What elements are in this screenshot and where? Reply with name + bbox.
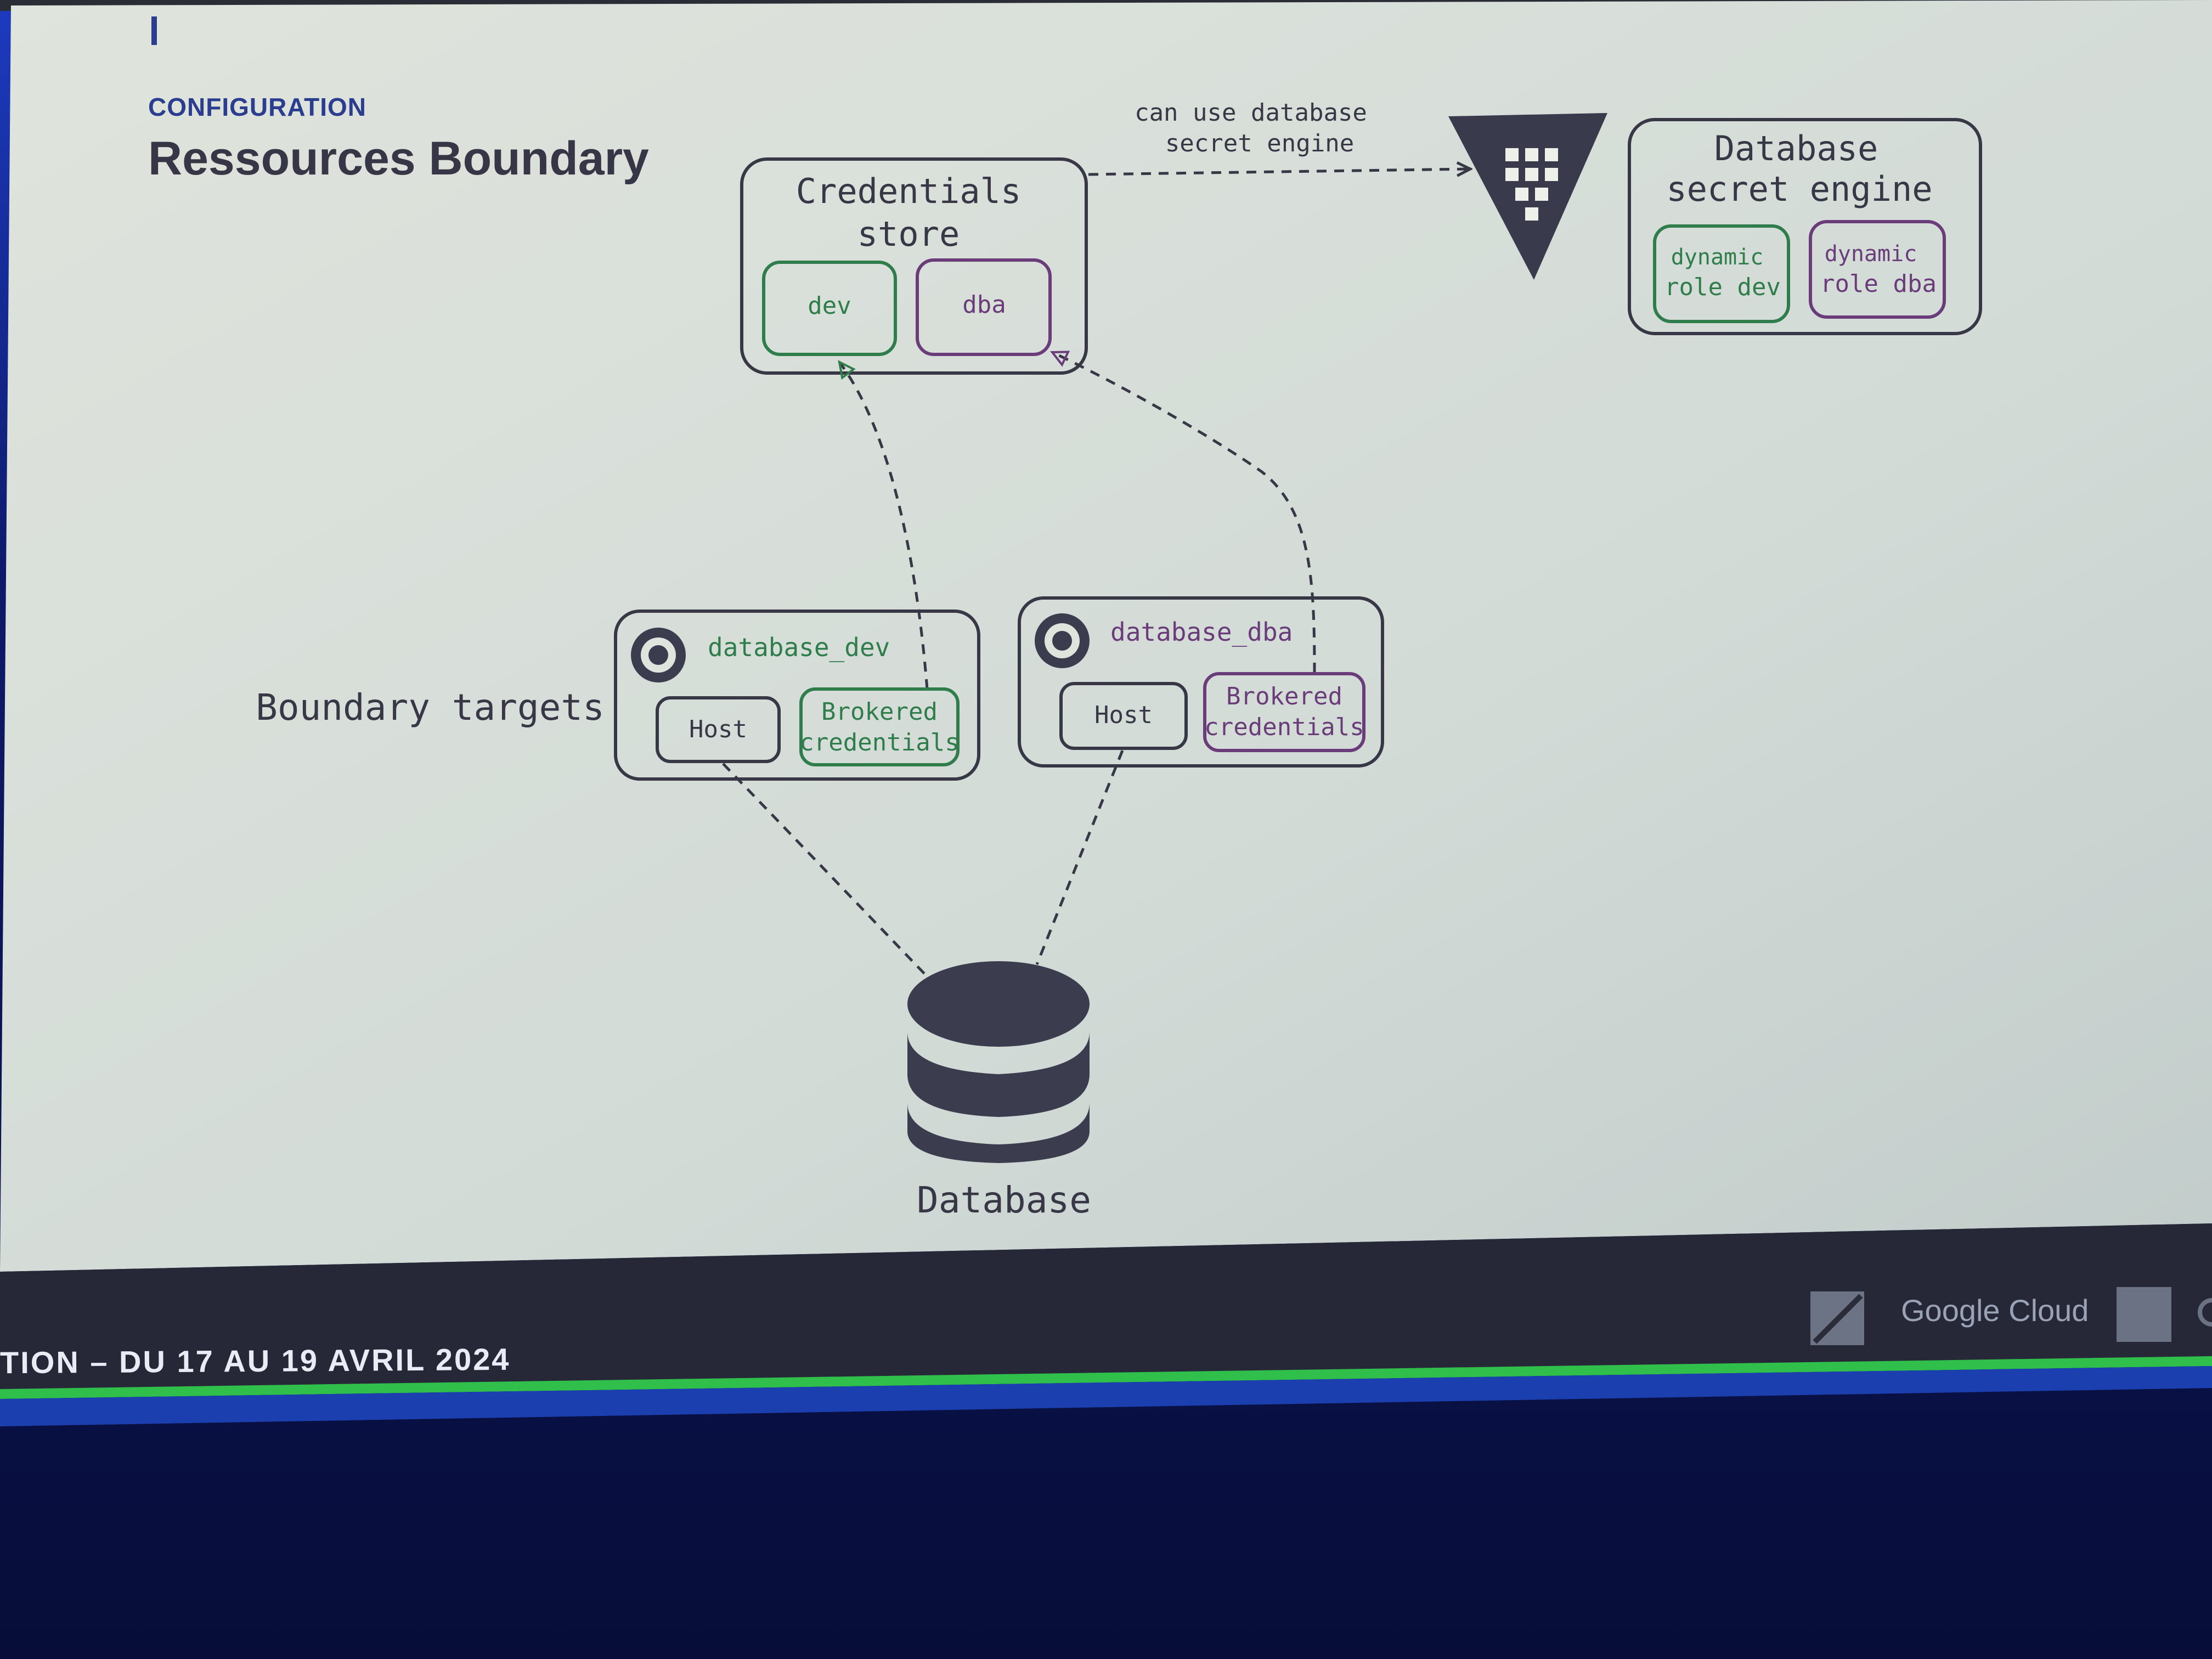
dynamic-role-dba-line2: role dba <box>1820 270 1937 298</box>
target-dba-creds-box <box>1203 672 1365 752</box>
database-secret-engine: Database secret engine dynamic role dev … <box>1628 118 1982 335</box>
credentials-store-title-line2: store <box>857 214 960 254</box>
sponsor-google-cloud: Google Cloud <box>1901 1293 2089 1328</box>
secret-engine-title-line1: Database <box>1714 128 1878 168</box>
credentials-store-dev-box <box>762 261 897 356</box>
database-label: Database <box>917 1179 1091 1221</box>
slide-eyebrow: CONFIGURATION <box>148 93 367 121</box>
target-dev-name: database_dev <box>708 633 890 662</box>
target-dba-creds-line2: credentials <box>1204 713 1364 741</box>
dynamic-role-dev-line2: role dev <box>1664 273 1781 301</box>
target-database-dev: database_dev Host Brokered credentials <box>614 610 980 781</box>
credentials-store-title-line1: Credentials <box>796 171 1022 211</box>
target-dev-creds-box <box>799 687 960 766</box>
target-dev-host-box <box>656 696 781 763</box>
sponsor-partial-logo <box>2198 1298 2212 1327</box>
sponsor-orange-logo <box>2117 1287 2171 1342</box>
secret-engine-title-line2: secret engine <box>1666 169 1932 209</box>
target-icon <box>1035 613 1090 668</box>
target-icon <box>631 628 686 682</box>
slide-marker <box>151 16 157 45</box>
footer-accent-blue <box>0 1366 2212 1426</box>
arrow-dev-creds-to-store-dev <box>838 360 929 690</box>
footer-event-text: TION – DU 17 AU 19 AVRIL 2024 <box>0 1341 511 1380</box>
line-dba-host-to-database <box>1035 750 1124 965</box>
arrow-label-line1: can use database <box>1135 99 1367 127</box>
database-icon <box>907 961 1090 1163</box>
slide-title: Ressources Boundary <box>148 132 649 185</box>
target-dba-creds-line1: Brokered <box>1226 682 1342 710</box>
dynamic-role-dba-line1: dynamic <box>1825 241 1917 267</box>
target-dba-name: database_dba <box>1110 617 1293 647</box>
credentials-store: Credentials store dev dba <box>740 157 1088 375</box>
boundary-targets-label: Boundary targets <box>256 686 605 729</box>
dynamic-role-dev-box <box>1653 224 1790 323</box>
target-dev-host-label: Host <box>689 715 747 743</box>
arrow-label-line2: secret engine <box>1165 129 1354 157</box>
credentials-store-dba-label: dba <box>962 291 1006 319</box>
slide-footer-bar <box>0 1223 2212 1392</box>
arrow-dba-creds-to-store-dba <box>1049 351 1316 673</box>
arrow-store-to-vault <box>1088 169 1470 174</box>
target-dev-creds-line2: credentials <box>799 729 959 757</box>
target-dba-host-box <box>1059 682 1188 750</box>
dynamic-role-dba-box <box>1809 220 1946 319</box>
footer-accent-green <box>0 1356 2212 1399</box>
target-database-dba: database_dba Host Brokered credentials <box>1018 596 1384 768</box>
vault-triangle-icon <box>1448 113 1607 280</box>
credentials-store-dba-box <box>916 258 1052 356</box>
line-dev-host-to-database <box>722 763 928 978</box>
credentials-store-dev-label: dev <box>808 292 851 320</box>
dynamic-role-dev-line1: dynamic <box>1671 245 1764 270</box>
sponsor-axa-logo <box>1810 1291 1864 1345</box>
target-dev-creds-line1: Brokered <box>821 698 938 726</box>
target-dba-host-label: Host <box>1094 701 1153 729</box>
